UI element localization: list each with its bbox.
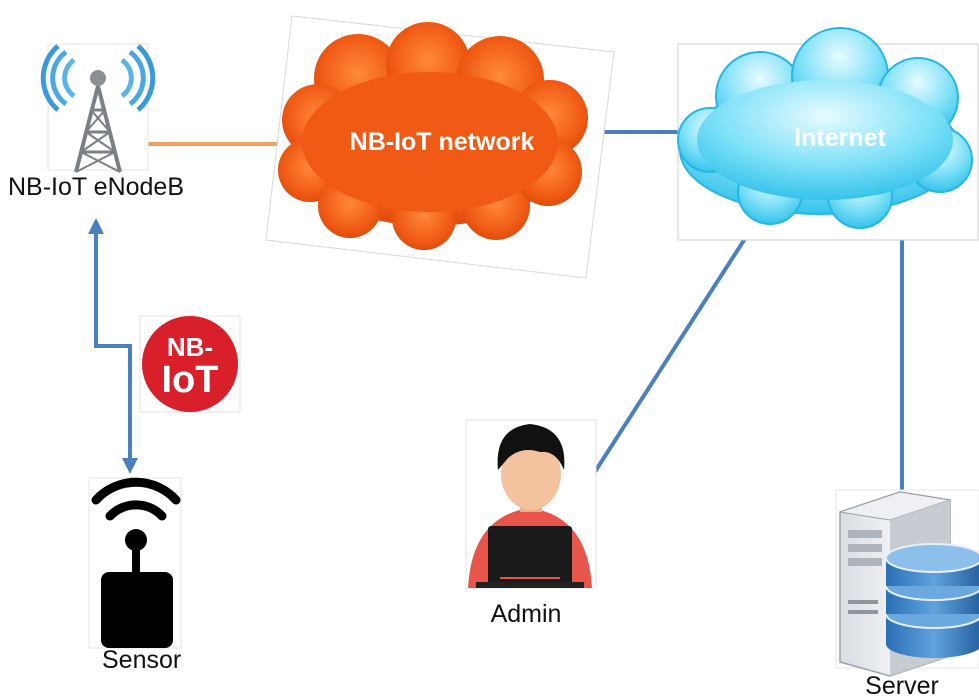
internet-label: Internet (794, 124, 886, 152)
sensor-to-enodeb-link (88, 218, 138, 474)
database-server-icon (839, 491, 979, 677)
admin-label: Admin (491, 600, 562, 628)
wireless-sensor-icon (91, 477, 181, 648)
admin-node: Admin (465, 419, 597, 628)
nbiot-logo-icon: NB- IoT (139, 315, 241, 413)
server-label: Server (865, 672, 939, 697)
antenna-tower-icon (40, 44, 156, 173)
enodeb-node: NB-IoT eNodeB (8, 43, 184, 201)
nbiot-badge-line1: NB- (167, 332, 213, 362)
internet-to-admin-link (576, 218, 759, 500)
cloud-icon (278, 22, 588, 250)
nbiot-network-node: NB-IoT network (265, 15, 615, 279)
enodeb-label: NB-IoT eNodeB (8, 173, 184, 201)
nbiot-network-label: NB-IoT network (350, 128, 535, 156)
sensor-label: Sensor (102, 646, 181, 674)
cloud-icon (677, 27, 973, 229)
server-node: Server (835, 489, 979, 697)
nbiot-badge-line2: IoT (162, 359, 219, 401)
internet-node: Internet (677, 27, 979, 241)
sensor-node: Sensor (88, 477, 182, 674)
admin-user-icon (468, 424, 592, 588)
